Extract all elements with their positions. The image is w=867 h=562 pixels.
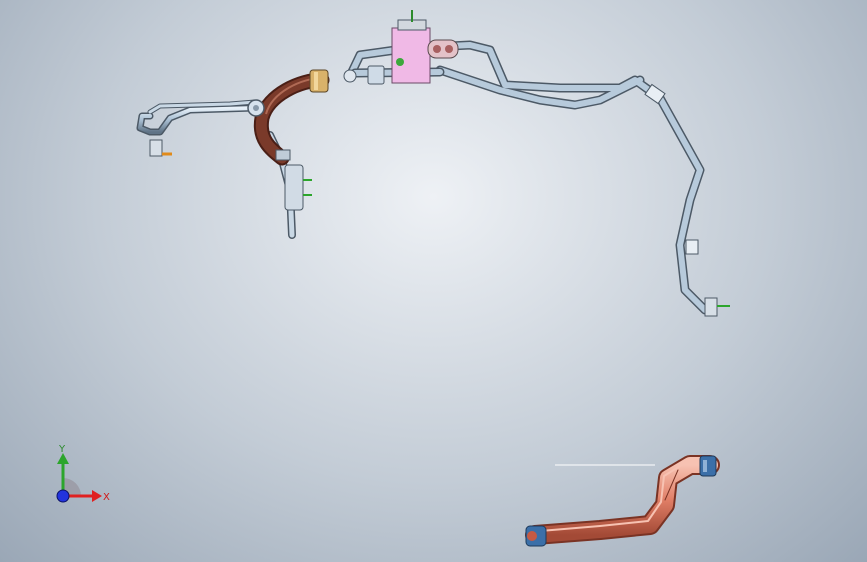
y-axis-label: Y bbox=[58, 444, 66, 455]
z-axis-icon bbox=[56, 489, 70, 503]
reference-triad: Y X bbox=[56, 444, 110, 503]
valve-block[interactable] bbox=[391, 10, 459, 84]
tube-assembly[interactable] bbox=[136, 40, 710, 315]
y-axis-arrow-icon bbox=[57, 453, 69, 464]
mounting-bracket[interactable] bbox=[275, 149, 312, 211]
nut-fitting[interactable] bbox=[343, 65, 385, 85]
tube-collar-1[interactable] bbox=[644, 83, 666, 105]
copper-part-clamp-right[interactable] bbox=[699, 455, 717, 477]
x-axis-arrow-icon bbox=[92, 490, 102, 502]
copper-pipe-part[interactable] bbox=[525, 455, 720, 545]
copper-part-clamp-left[interactable] bbox=[525, 525, 547, 547]
hose-fitting-top[interactable] bbox=[309, 69, 329, 93]
pipe-union-left[interactable] bbox=[247, 99, 265, 117]
tube-collar-2[interactable] bbox=[685, 239, 699, 255]
left-end-fitting[interactable] bbox=[149, 139, 172, 157]
right-end-fitting[interactable] bbox=[704, 297, 730, 317]
x-axis-label: X bbox=[103, 492, 110, 503]
